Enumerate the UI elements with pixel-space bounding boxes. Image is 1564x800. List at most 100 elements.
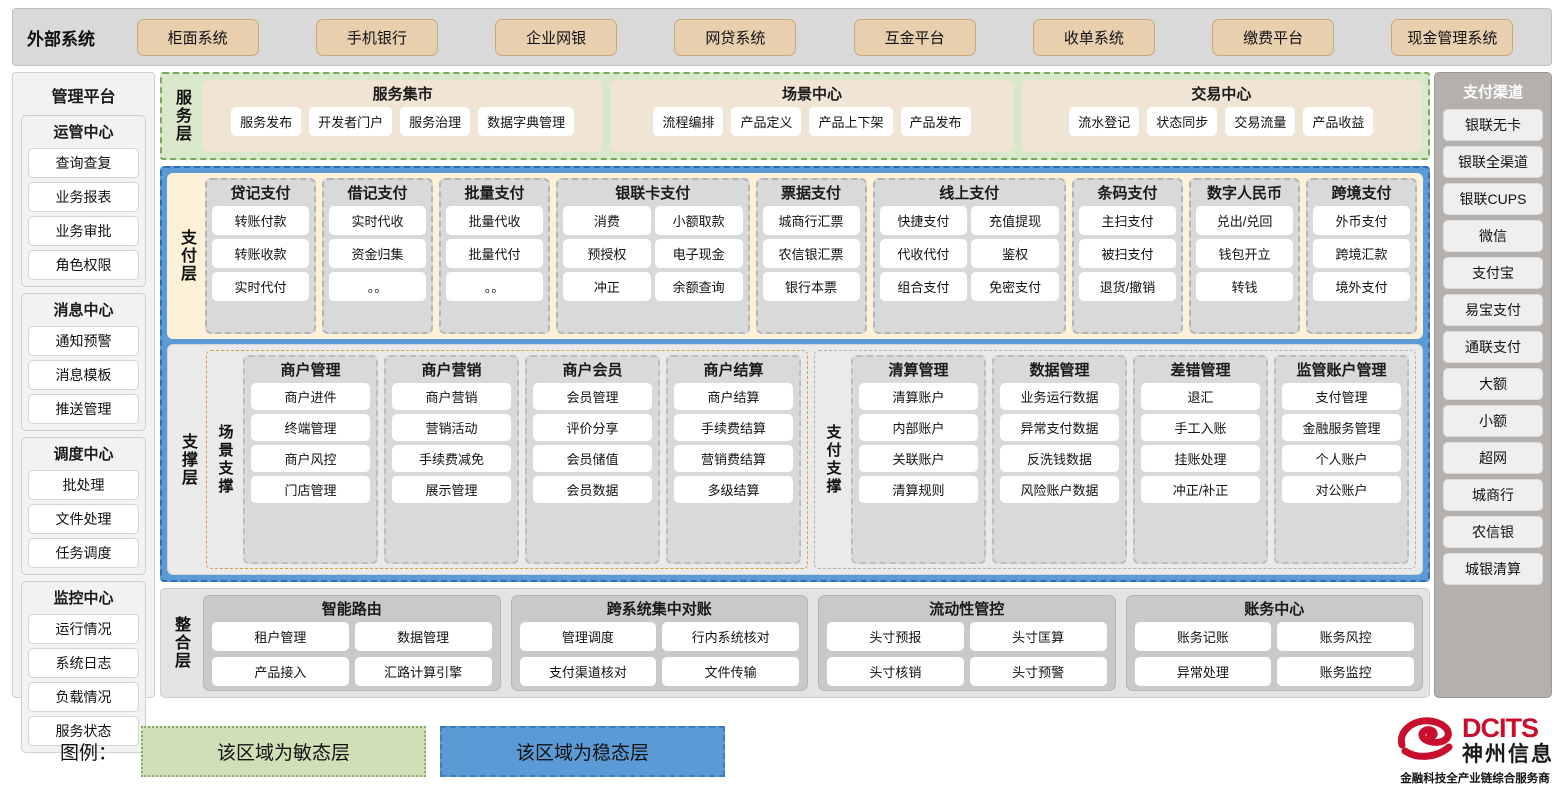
support-item[interactable]: 商户结算 bbox=[674, 383, 793, 410]
payment-item[interactable]: 充值提现 bbox=[971, 206, 1059, 235]
payment-channel-item[interactable]: 大额 bbox=[1443, 368, 1543, 400]
payment-channel-item[interactable]: 支付宝 bbox=[1443, 257, 1543, 289]
payment-item[interactable]: 转钱 bbox=[1196, 272, 1294, 301]
external-system-chip[interactable]: 手机银行 bbox=[315, 18, 438, 56]
management-item[interactable]: 通知预警 bbox=[28, 326, 139, 356]
payment-channel-item[interactable]: 易宝支付 bbox=[1443, 294, 1543, 326]
integration-item[interactable]: 头寸预报 bbox=[827, 622, 964, 651]
external-system-chip[interactable]: 互金平台 bbox=[853, 18, 976, 56]
management-item[interactable]: 运行情况 bbox=[28, 614, 139, 644]
integration-item[interactable]: 头寸预警 bbox=[969, 657, 1107, 686]
integration-item[interactable]: 租户管理 bbox=[212, 622, 349, 651]
integration-item[interactable]: 产品接入 bbox=[212, 657, 349, 686]
payment-channel-item[interactable]: 银联CUPS bbox=[1443, 183, 1543, 215]
payment-item[interactable]: 组合支付 bbox=[879, 272, 968, 301]
integration-item[interactable]: 头寸匡算 bbox=[969, 622, 1107, 651]
payment-item[interactable]: 小额取款 bbox=[654, 206, 743, 235]
payment-channel-item[interactable]: 城商行 bbox=[1443, 479, 1543, 511]
support-item[interactable]: 会员管理 bbox=[533, 383, 652, 410]
payment-item[interactable]: 主扫支付 bbox=[1079, 206, 1177, 235]
payment-item[interactable]: 资金归集 bbox=[329, 239, 427, 268]
integration-item[interactable]: 数据管理 bbox=[354, 622, 492, 651]
payment-item[interactable]: 冲正 bbox=[563, 272, 651, 301]
payment-channel-item[interactable]: 银联无卡 bbox=[1443, 109, 1543, 141]
integration-item[interactable]: 头寸核销 bbox=[827, 657, 964, 686]
external-system-chip[interactable]: 柜面系统 bbox=[136, 18, 259, 56]
service-item[interactable]: 流水登记 bbox=[1069, 107, 1140, 136]
payment-channel-item[interactable]: 超网 bbox=[1443, 442, 1543, 474]
support-item[interactable]: 手续费减免 bbox=[392, 445, 511, 472]
payment-item[interactable]: 快捷支付 bbox=[879, 206, 968, 235]
service-item[interactable]: 开发者门户 bbox=[309, 107, 393, 136]
payment-item[interactable]: 钱包开立 bbox=[1196, 239, 1294, 268]
management-item[interactable]: 负载情况 bbox=[28, 682, 139, 712]
support-item[interactable]: 关联账户 bbox=[859, 445, 978, 472]
support-item[interactable]: 多级结算 bbox=[674, 476, 793, 503]
external-system-chip[interactable]: 网贷系统 bbox=[674, 18, 797, 56]
support-item[interactable]: 营销活动 bbox=[392, 414, 511, 441]
support-item[interactable]: 会员数据 bbox=[533, 476, 652, 503]
payment-channel-item[interactable]: 城银清算 bbox=[1443, 553, 1543, 585]
payment-item[interactable]: 跨境汇款 bbox=[1313, 239, 1411, 268]
support-item[interactable]: 风险账户数据 bbox=[1000, 476, 1119, 503]
support-item[interactable]: 个人账户 bbox=[1282, 445, 1401, 472]
payment-item[interactable]: 退货/撤销 bbox=[1079, 272, 1177, 301]
support-item[interactable]: 内部账户 bbox=[859, 414, 978, 441]
payment-item[interactable]: 消费 bbox=[563, 206, 651, 235]
support-item[interactable]: 营销费结算 bbox=[674, 445, 793, 472]
payment-item[interactable]: 转账付款 bbox=[212, 206, 310, 235]
support-item[interactable]: 冲正/补正 bbox=[1141, 476, 1260, 503]
management-item[interactable]: 业务报表 bbox=[28, 182, 139, 212]
payment-item[interactable]: 预授权 bbox=[563, 239, 651, 268]
support-item[interactable]: 对公账户 bbox=[1282, 476, 1401, 503]
integration-item[interactable]: 管理调度 bbox=[519, 622, 657, 651]
payment-channel-item[interactable]: 银联全渠道 bbox=[1443, 146, 1543, 178]
support-item[interactable]: 清算规则 bbox=[859, 476, 978, 503]
external-system-chip[interactable]: 现金管理系统 bbox=[1391, 18, 1514, 56]
support-item[interactable]: 金融服务管理 bbox=[1282, 414, 1401, 441]
support-item[interactable]: 手续费结算 bbox=[674, 414, 793, 441]
service-item[interactable]: 服务发布 bbox=[231, 107, 302, 136]
payment-item[interactable]: 代收代付 bbox=[879, 239, 968, 268]
payment-item[interactable]: 转账收款 bbox=[212, 239, 310, 268]
support-item[interactable]: 退汇 bbox=[1141, 383, 1260, 410]
service-item[interactable]: 流程编排 bbox=[653, 107, 724, 136]
payment-channel-item[interactable]: 微信 bbox=[1443, 220, 1543, 252]
management-item[interactable]: 推送管理 bbox=[28, 394, 139, 424]
support-item[interactable]: 反洗钱数据 bbox=[1000, 445, 1119, 472]
support-item[interactable]: 商户风控 bbox=[251, 445, 370, 472]
external-system-chip[interactable]: 企业网银 bbox=[495, 18, 618, 56]
management-item[interactable]: 任务调度 bbox=[28, 538, 139, 568]
management-item[interactable]: 文件处理 bbox=[28, 504, 139, 534]
payment-item[interactable]: 实时代收 bbox=[329, 206, 427, 235]
payment-channel-item[interactable]: 通联支付 bbox=[1443, 331, 1543, 363]
support-item[interactable]: 终端管理 bbox=[251, 414, 370, 441]
support-item[interactable]: 评价分享 bbox=[533, 414, 652, 441]
service-item[interactable]: 状态同步 bbox=[1147, 107, 1218, 136]
support-item[interactable]: 商户营销 bbox=[392, 383, 511, 410]
payment-item[interactable]: 兑出/兑回 bbox=[1196, 206, 1294, 235]
integration-item[interactable]: 支付渠道核对 bbox=[519, 657, 657, 686]
management-item[interactable]: 服务状态 bbox=[28, 716, 139, 746]
payment-item[interactable]: 实时代付 bbox=[212, 272, 310, 301]
management-item[interactable]: 业务审批 bbox=[28, 216, 139, 246]
payment-item[interactable]: 批量代收 bbox=[446, 206, 544, 235]
payment-item[interactable]: 银行本票 bbox=[762, 272, 860, 301]
payment-item[interactable]: 余额查询 bbox=[654, 272, 743, 301]
integration-item[interactable]: 账务监控 bbox=[1277, 657, 1414, 686]
integration-item[interactable]: 账务风控 bbox=[1277, 622, 1414, 651]
payment-item[interactable]: 批量代付 bbox=[446, 239, 544, 268]
support-item[interactable]: 手工入账 bbox=[1141, 414, 1260, 441]
integration-item[interactable]: 汇路计算引擎 bbox=[354, 657, 492, 686]
service-item[interactable]: 数据字典管理 bbox=[478, 107, 575, 136]
integration-item[interactable]: 异常处理 bbox=[1134, 657, 1272, 686]
payment-item[interactable]: 被扫支付 bbox=[1079, 239, 1177, 268]
integration-item[interactable]: 文件传输 bbox=[662, 657, 799, 686]
service-item[interactable]: 产品上下架 bbox=[809, 107, 893, 136]
external-system-chip[interactable]: 缴费平台 bbox=[1212, 18, 1335, 56]
support-item[interactable]: 异常支付数据 bbox=[1000, 414, 1119, 441]
service-item[interactable]: 产品发布 bbox=[900, 107, 971, 136]
management-item[interactable]: 系统日志 bbox=[28, 648, 139, 678]
payment-item[interactable]: 外币支付 bbox=[1313, 206, 1411, 235]
external-system-chip[interactable]: 收单系统 bbox=[1032, 18, 1155, 56]
